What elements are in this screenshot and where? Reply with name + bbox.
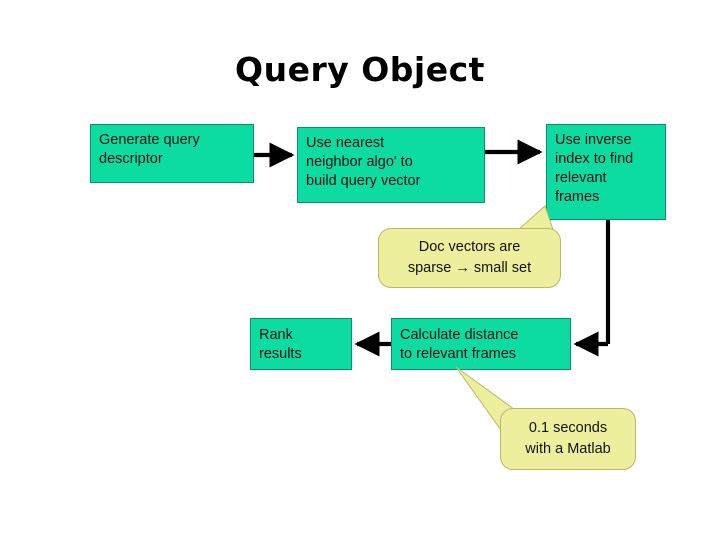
callout-matlab-timing-note[interactable]: 0.1 seconds with a Matlab: [500, 408, 636, 470]
callout-doc-vectors-note[interactable]: Doc vectors are sparse → small set: [378, 228, 561, 288]
flow-box-generate-query-descriptor[interactable]: Generate query descriptor: [90, 124, 254, 183]
page-title: Query Object: [235, 50, 485, 89]
flow-box-inverse-index[interactable]: Use inverse index to find relevant frame…: [546, 124, 666, 220]
flow-box-nearest-neighbor[interactable]: Use nearest neighbor algo' to build quer…: [297, 127, 485, 203]
arrow-inverse-to-calculate: [573, 220, 611, 357]
flow-box-calculate-distance[interactable]: Calculate distance to relevant frames: [391, 318, 571, 370]
flow-box-rank-results[interactable]: Rank results: [250, 318, 352, 370]
